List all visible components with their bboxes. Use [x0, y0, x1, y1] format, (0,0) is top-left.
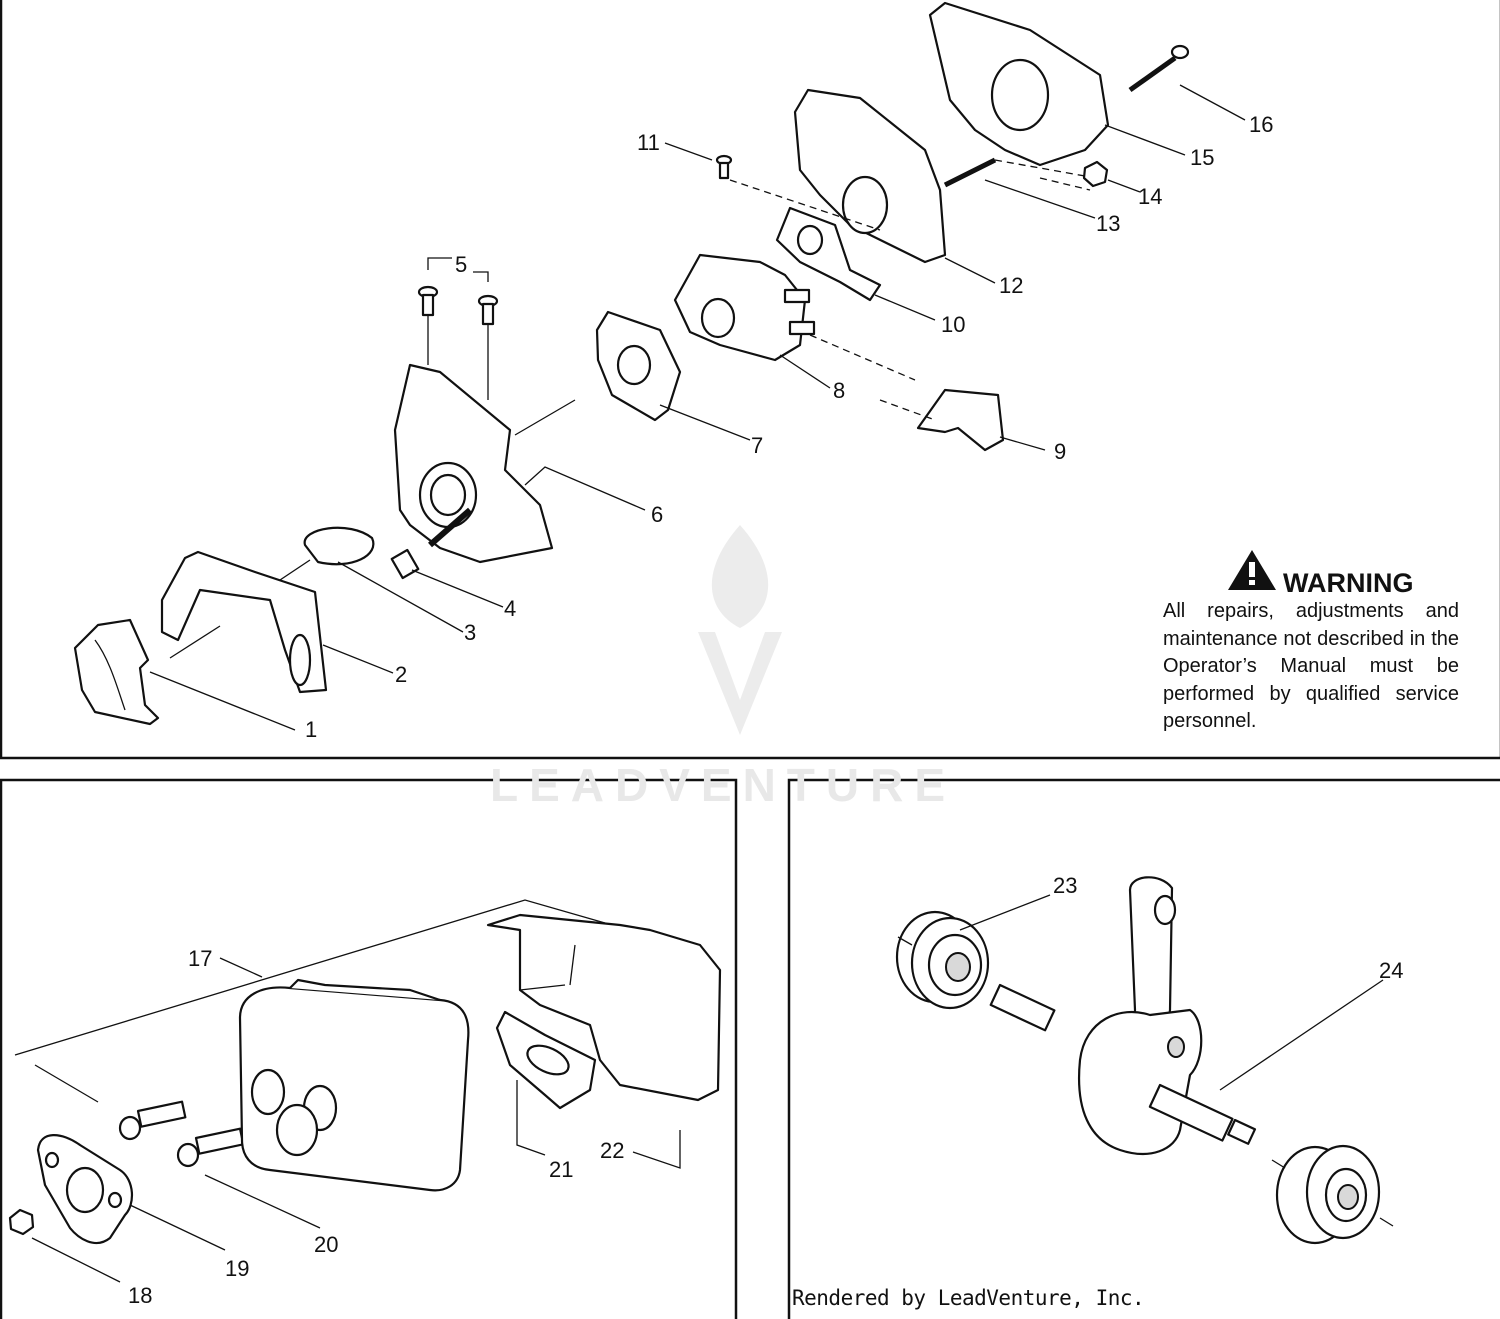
callout-18: 18	[128, 1283, 152, 1308]
part-20-bolts	[118, 1100, 245, 1168]
part-3-shape	[303, 526, 375, 566]
callout-3: 3	[464, 620, 476, 645]
callout-5: 5	[455, 252, 467, 277]
warning-title: WARNING	[1283, 568, 1414, 598]
part-9-shape	[916, 388, 1005, 452]
part-12-shape	[793, 88, 947, 264]
callout-15: 15	[1190, 145, 1214, 170]
part-8-shape	[673, 253, 807, 362]
watermark-brand: LEADVENTURE	[490, 759, 957, 811]
part-23-bearing	[895, 910, 990, 1010]
callout-21: 21	[549, 1157, 573, 1182]
crankshaft-bearing-right	[1275, 1144, 1381, 1245]
callout-23: 23	[1053, 873, 1077, 898]
leader-lines-top	[149, 84, 1246, 731]
leader-lines-crankshaft	[897, 894, 1394, 1227]
leadventure-watermark-logo	[698, 525, 782, 735]
part-18-nut	[8, 1208, 35, 1236]
callout-22: 22	[600, 1138, 624, 1163]
part-24-crankshaft	[989, 876, 1257, 1155]
part-2-shape	[160, 550, 328, 694]
part-6-shape	[393, 363, 554, 564]
part-5-screws	[417, 285, 499, 326]
callout-10: 10	[941, 312, 965, 337]
callout-14: 14	[1138, 184, 1162, 209]
callout-6: 6	[651, 502, 663, 527]
part-13-bolt	[943, 157, 997, 188]
callout-8: 8	[833, 378, 845, 403]
callout-9: 9	[1054, 439, 1066, 464]
callout-16: 16	[1249, 112, 1273, 137]
callout-7: 7	[751, 433, 763, 458]
warning-text: All repairs, adjustments and maintenance…	[1163, 600, 1459, 732]
callout-17: 17	[188, 946, 212, 971]
part-16-screw	[1128, 44, 1190, 93]
callout-19: 19	[225, 1256, 249, 1281]
callout-1: 1	[305, 717, 317, 742]
part-11-screw	[715, 154, 733, 180]
callout-20: 20	[314, 1232, 338, 1257]
part-22-shape	[486, 913, 722, 1102]
muffler-panel-frame	[0, 778, 738, 1319]
callout-11: 11	[637, 130, 660, 155]
callout-13: 13	[1096, 211, 1120, 236]
part-4-shape	[390, 548, 420, 580]
callout-4: 4	[504, 596, 516, 621]
part-14-nut	[1082, 160, 1109, 188]
top-panel-frame	[0, 0, 1500, 760]
footer-credit: Rendered by LeadVenture, Inc.	[792, 1286, 1145, 1310]
crankshaft-panel-frame	[787, 778, 1500, 1319]
warning-icon	[1228, 550, 1276, 590]
callout-24: 24	[1379, 958, 1403, 983]
callout-2: 2	[395, 662, 407, 687]
callout-labels: 1 2 3 4 5 6 7 8 9 10 11 12 13 14 15 16 1…	[128, 112, 1403, 1308]
callout-12: 12	[999, 273, 1023, 298]
leader-lines-muffler	[14, 899, 681, 1283]
part-1-shape	[73, 618, 160, 726]
